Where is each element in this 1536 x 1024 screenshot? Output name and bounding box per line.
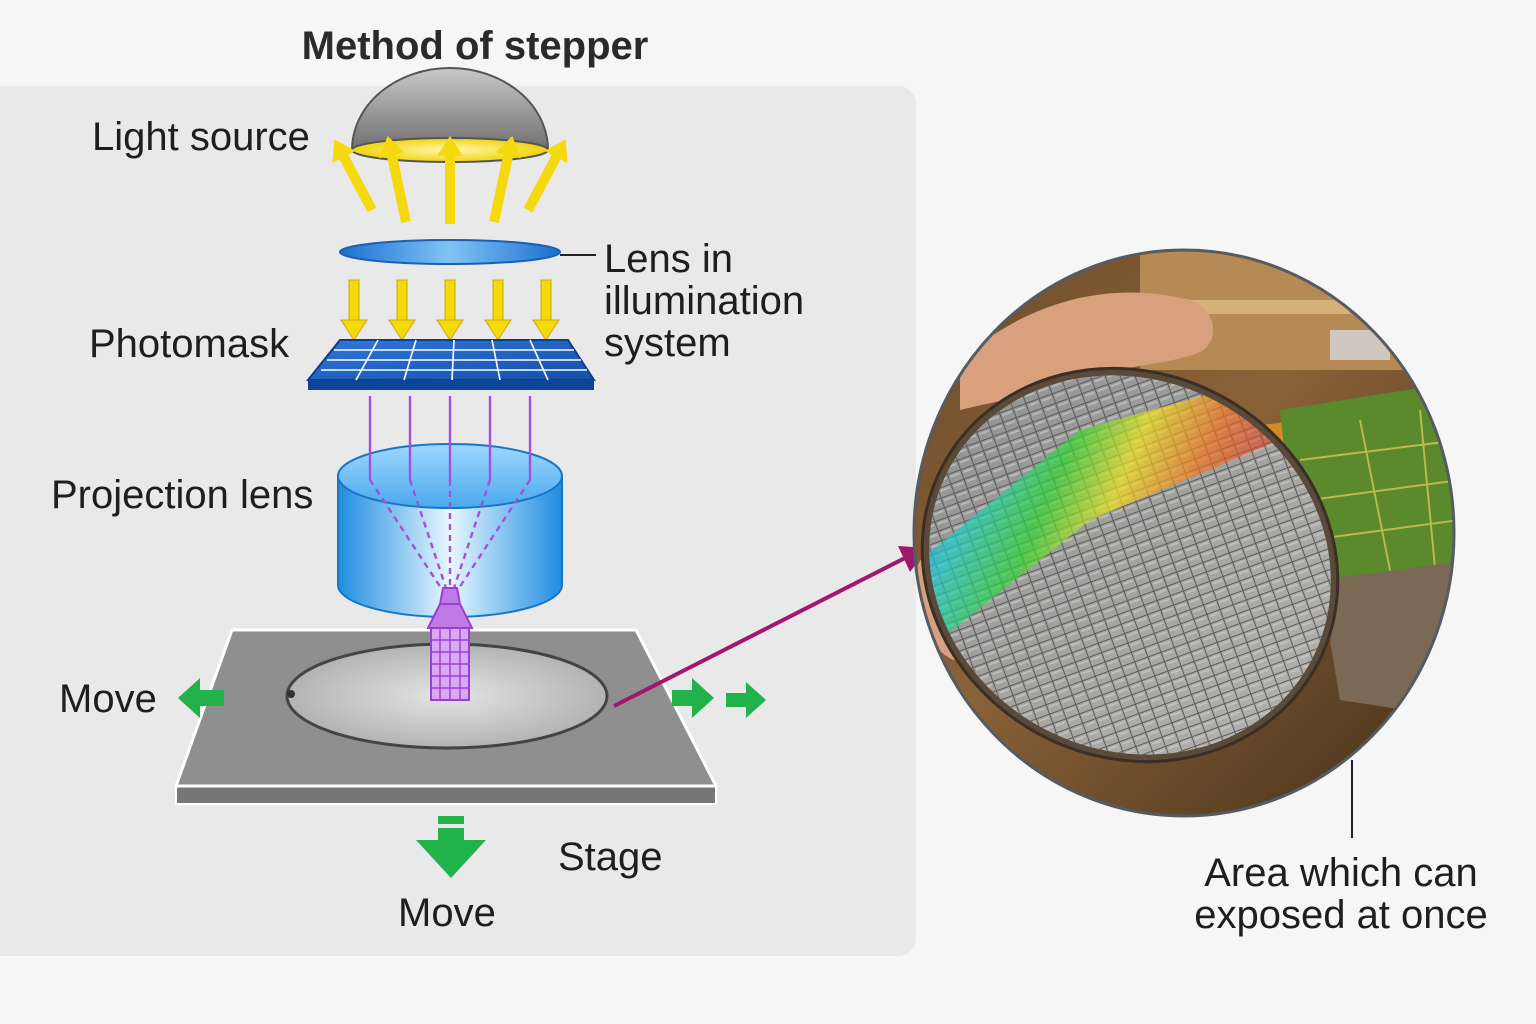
label-lens-in-illumination: Lens in illumination system: [604, 238, 804, 364]
pointer-arrow: [613, 546, 928, 708]
label-light-source: Light source: [92, 115, 310, 159]
label-move-left: Move: [59, 677, 157, 721]
label-line: system: [604, 321, 731, 365]
arrow-down-icon: [416, 816, 486, 878]
label-line: Area which can: [1204, 851, 1478, 895]
diagram-title: Method of stepper: [301, 24, 649, 68]
projection-lens: [337, 443, 563, 618]
illumination-lens: [339, 239, 596, 265]
arrow-right-icon: [672, 678, 766, 718]
illumination-arrows: [340, 279, 560, 341]
label-stage: Stage: [558, 835, 663, 879]
label-move-down: Move: [398, 891, 496, 935]
label-line: exposed at once: [1194, 893, 1488, 937]
light-rays: [332, 135, 568, 224]
exposure-field: [426, 587, 474, 701]
label-projection-lens: Projection lens: [51, 473, 314, 517]
wafer-photo: [912, 248, 1456, 818]
label-exposure-area: Area which can exposed at once: [1176, 852, 1506, 936]
label-line: illumination: [604, 279, 805, 323]
projection-beams: [368, 396, 532, 589]
label-photomask: Photomask: [89, 322, 290, 366]
label-line: Lens in: [604, 237, 733, 281]
arrow-left-icon: [178, 678, 224, 718]
photomask: [305, 339, 596, 390]
